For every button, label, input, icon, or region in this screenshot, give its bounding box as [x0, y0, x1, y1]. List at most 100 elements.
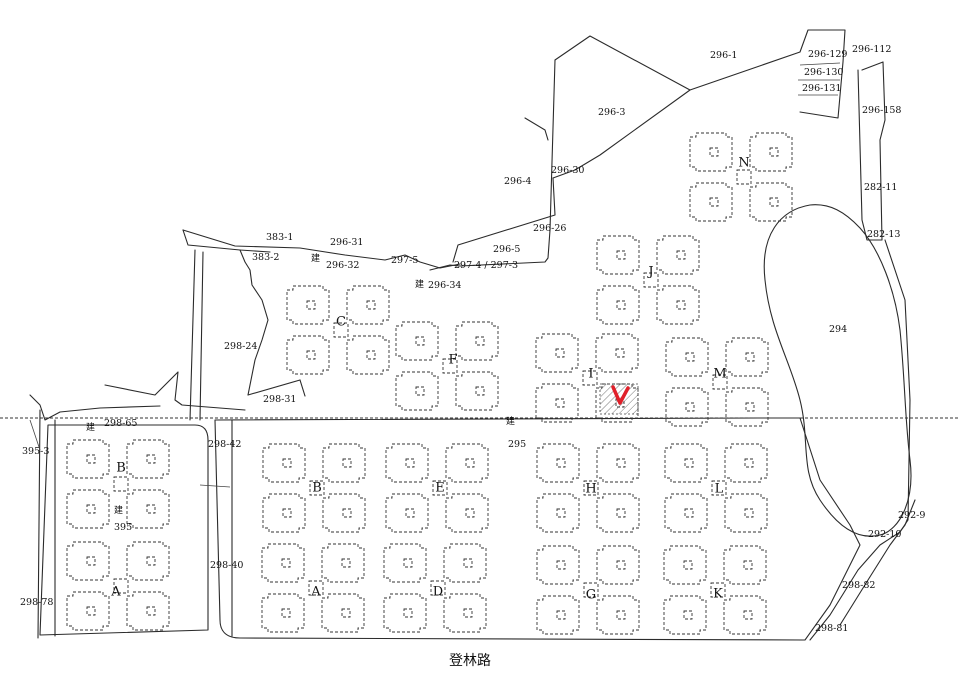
- building-wing: [596, 285, 640, 325]
- building-wing: [126, 541, 170, 581]
- building-wing: [455, 321, 499, 361]
- building-wing: [395, 321, 439, 361]
- parcel-label: 282-13: [867, 229, 900, 240]
- building-wing: [656, 285, 700, 325]
- building-wing: [66, 541, 110, 581]
- parcel-label: 292-9: [898, 510, 925, 521]
- parcel-label: 294: [829, 324, 847, 335]
- building-wing: [749, 132, 793, 172]
- building-wing: [663, 595, 707, 635]
- parcel-label: 383-2: [252, 252, 279, 263]
- block-label: E: [435, 481, 445, 496]
- building-core: [583, 582, 599, 598]
- building-wing: [656, 235, 700, 275]
- parcel-label: 292-10: [868, 529, 901, 540]
- parcel-label: 296-5: [493, 244, 520, 255]
- building-wing: [725, 337, 769, 377]
- parcel-label: 296-30: [551, 165, 584, 176]
- parcel-label: 295: [508, 439, 526, 450]
- road-label: 登林路: [449, 653, 491, 669]
- building-wing: [725, 387, 769, 427]
- building-wing: [724, 493, 768, 533]
- building-wing: [663, 545, 707, 585]
- building-core: [712, 374, 728, 390]
- building-wing: [321, 543, 365, 583]
- parcel-label: 296-158: [862, 105, 901, 116]
- building-wing: [664, 443, 708, 483]
- building-wing: [321, 593, 365, 633]
- parcel-label: 296-1: [710, 50, 737, 61]
- building-wing: [445, 443, 489, 483]
- building-core: [333, 322, 349, 338]
- building-wing: [596, 545, 640, 585]
- block-label: K: [713, 587, 723, 602]
- building-wing: [536, 493, 580, 533]
- building-wing: [346, 285, 390, 325]
- building-wing: [665, 337, 709, 377]
- building-core: [582, 370, 598, 386]
- building-core: [736, 169, 752, 185]
- block-label: N: [738, 156, 749, 171]
- block-label: A: [310, 585, 321, 600]
- building-core: [309, 480, 325, 496]
- building-wing: [262, 443, 306, 483]
- block-label: L: [715, 482, 724, 497]
- parcel-label: 298-24: [224, 341, 257, 352]
- block-label: H: [585, 482, 596, 497]
- building-wing: [286, 335, 330, 375]
- parcel-label: 298-42: [208, 439, 241, 450]
- building-wing: [322, 443, 366, 483]
- parcel-label: 298-31: [263, 394, 296, 405]
- building-core: [113, 578, 129, 594]
- parcel-label: 296-4: [504, 176, 531, 187]
- building-marks: 建 建 建 建 建: [86, 252, 515, 516]
- building-core: [710, 582, 726, 598]
- building-core: [711, 480, 727, 496]
- building-core: [643, 272, 659, 288]
- block-label: C: [336, 315, 346, 330]
- building-wing: [395, 371, 439, 411]
- building-wing: [535, 383, 579, 423]
- building-wing: [346, 335, 390, 375]
- building-wing: [262, 493, 306, 533]
- building-core: [113, 476, 129, 492]
- parcel-label: 395-3: [22, 446, 49, 457]
- building-wing: [689, 132, 733, 172]
- parcel-label: 296-112: [852, 44, 891, 55]
- parcel-label: 298-81: [815, 623, 848, 634]
- parcel-label: 298-82: [842, 580, 875, 591]
- building-mark: 建: [415, 278, 424, 290]
- building-mark: 建: [311, 252, 320, 264]
- parcel-boundaries: [0, 29, 960, 641]
- building-wing: [66, 591, 110, 631]
- building-wing: [536, 443, 580, 483]
- building-wing: [286, 285, 330, 325]
- building-core: [583, 480, 599, 496]
- parcel-label: 282-11: [864, 182, 897, 193]
- building-mark: 建: [86, 421, 95, 433]
- parcel-label: 296-130: [804, 67, 843, 78]
- building-wing: [383, 593, 427, 633]
- parcel-label: 395: [114, 522, 132, 533]
- parcel-label: 297-5: [391, 255, 418, 266]
- building-core: [430, 580, 446, 596]
- building-wing: [261, 593, 305, 633]
- building-footprints: [66, 132, 793, 635]
- building-wing: [385, 443, 429, 483]
- parcel-label: 298-78: [20, 597, 53, 608]
- building-wing: [723, 545, 767, 585]
- block-label: G: [586, 588, 596, 603]
- building-wing: [723, 595, 767, 635]
- building-wing: [596, 595, 640, 635]
- block-label: M: [713, 367, 726, 382]
- block-label: F: [448, 353, 457, 368]
- parcel-labels: 296-1 296-129 296-130 296-131 296-112 29…: [20, 44, 925, 634]
- building-wing: [443, 593, 487, 633]
- building-mark: 建: [506, 415, 515, 427]
- building-wing: [596, 493, 640, 533]
- parcel-label: 296-131: [802, 83, 841, 94]
- parcel-label: 296-129: [808, 49, 847, 60]
- building-wing: [595, 333, 639, 373]
- building-wing: [385, 493, 429, 533]
- parcel-label: 296-34: [428, 280, 461, 291]
